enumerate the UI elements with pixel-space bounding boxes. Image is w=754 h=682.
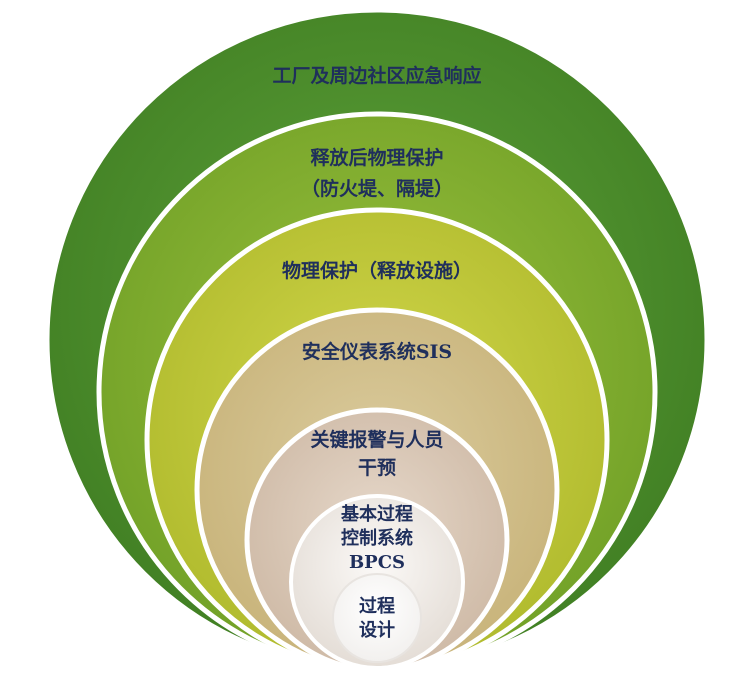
- label-sis-line-1: 安全仪表系统SIS: [302, 340, 452, 363]
- label-post-release-protection-line-1: 释放后物理保护: [310, 146, 443, 169]
- label-bpcs-line-3: BPCS: [349, 552, 405, 573]
- label-process-design-line-1: 过程: [359, 595, 395, 617]
- label-bpcs-line-2: 控制系统: [341, 527, 413, 549]
- label-alarm-intervention-line-2: 干预: [358, 457, 396, 479]
- ring-process-design: [332, 573, 422, 663]
- layer-process-design: 过程 设计: [332, 573, 422, 663]
- label-emergency-response-line-1: 工厂及周边社区应急响应: [272, 64, 481, 87]
- label-process-design-line-2: 设计: [359, 619, 395, 641]
- label-post-release-protection-line-2: （防火堤、隔堤）: [301, 177, 453, 200]
- label-bpcs-line-1: 基本过程: [340, 503, 413, 525]
- label-physical-protection-line-1: 物理保护（释放设施）: [282, 259, 472, 282]
- label-alarm-intervention-line-1: 关键报警与人员: [310, 428, 443, 451]
